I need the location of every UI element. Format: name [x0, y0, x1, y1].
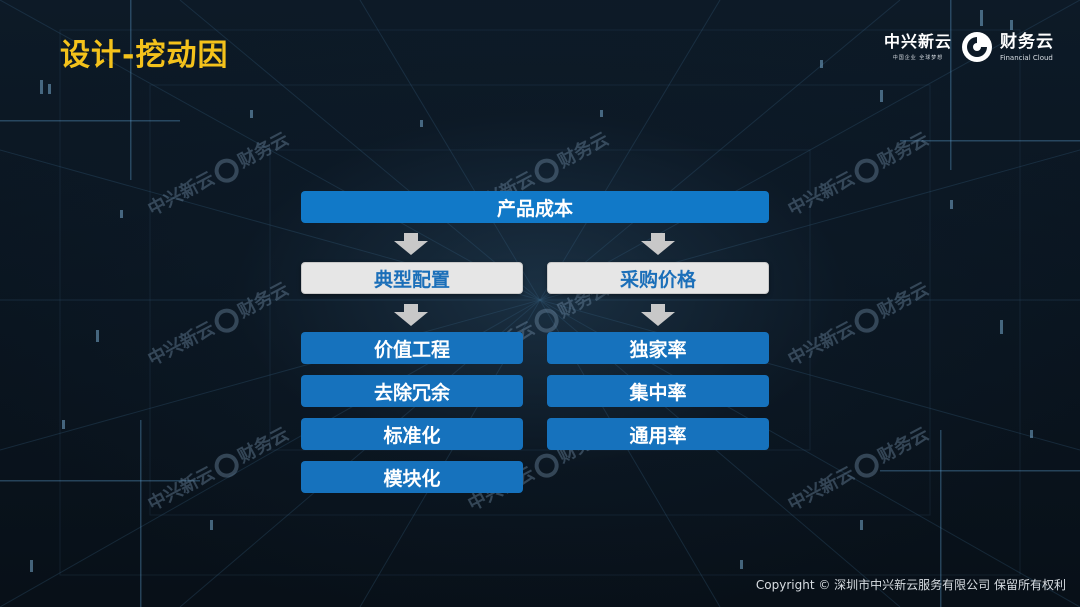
- brand-caiwuyun-name: 财务云: [1000, 31, 1054, 52]
- node-modularization: 模块化: [301, 461, 523, 493]
- node-commonality-rate: 通用率: [547, 418, 769, 450]
- brand-zhongxing-name: 中兴新云: [883, 32, 952, 51]
- brand-caiwuyun: 财务云 Financial Cloud: [1000, 31, 1054, 62]
- down-arrow-icon: [394, 304, 428, 326]
- page-title: 设计-挖动因: [60, 38, 229, 73]
- copyright-footer: Copyright © 深圳市中兴新云服务有限公司 保留所有权利: [755, 578, 1066, 592]
- down-arrow-icon: [641, 233, 675, 255]
- down-arrow-icon: [641, 304, 675, 326]
- node-concentration-rate: 集中率: [547, 375, 769, 407]
- brand-zhongxing-slogan: 中国企业 全球梦想: [892, 55, 944, 61]
- node-exclusive-rate: 独家率: [547, 332, 769, 364]
- node-typical-config: 典型配置: [301, 262, 523, 294]
- node-standardization: 标准化: [301, 418, 523, 450]
- node-value-engineering: 价值工程: [301, 332, 523, 364]
- root-node-product-cost: 产品成本: [301, 191, 769, 223]
- financial-cloud-logo-icon: [962, 32, 992, 62]
- brand-zhongxing: 中兴新云 中国企业 全球梦想: [883, 32, 952, 62]
- down-arrow-icon: [394, 233, 428, 255]
- node-remove-redundancy: 去除冗余: [301, 375, 523, 407]
- brand-logo: 中兴新云 中国企业 全球梦想 财务云 Financial Cloud: [884, 30, 1054, 64]
- node-purchase-price: 采购价格: [547, 262, 769, 294]
- brand-caiwuyun-subtitle: Financial Cloud: [1000, 53, 1053, 62]
